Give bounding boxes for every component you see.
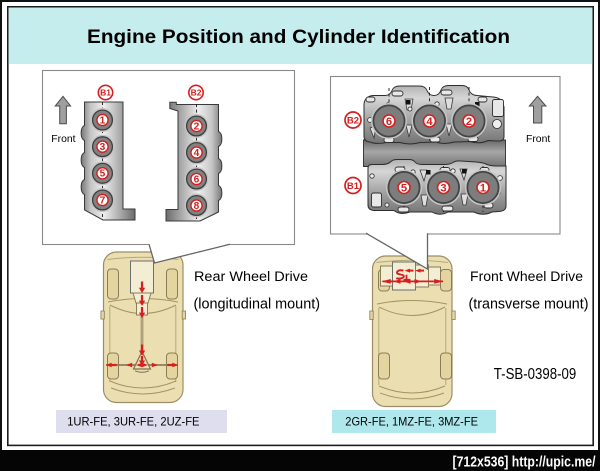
- svg-text:(longitudinal mount): (longitudinal mount): [194, 297, 321, 313]
- svg-text:[712x536] http://upic.me/: [712x536] http://upic.me/: [453, 454, 597, 471]
- svg-text:3: 3: [100, 142, 106, 153]
- svg-text:1: 1: [480, 182, 486, 194]
- svg-text:Engine Position and Cylinder I: Engine Position and Cylinder Identificat…: [87, 26, 510, 48]
- svg-text:5: 5: [100, 169, 106, 180]
- svg-text:Front Wheel Drive: Front Wheel Drive: [470, 269, 583, 285]
- svg-text:2: 2: [194, 121, 200, 132]
- svg-text:(transverse mount): (transverse mount): [469, 297, 589, 313]
- svg-text:B2: B2: [191, 88, 202, 98]
- svg-text:6: 6: [194, 174, 200, 185]
- svg-text:2GR-FE, 1MZ-FE, 3MZ-FE: 2GR-FE, 1MZ-FE, 3MZ-FE: [345, 414, 478, 428]
- svg-text:8: 8: [194, 201, 200, 212]
- svg-text:Front: Front: [51, 134, 75, 145]
- svg-text:7: 7: [100, 195, 106, 206]
- svg-text:B2: B2: [347, 115, 359, 126]
- svg-text:Rear Wheel Drive: Rear Wheel Drive: [194, 269, 308, 285]
- svg-text:4: 4: [194, 148, 200, 159]
- svg-text:B1: B1: [100, 88, 111, 98]
- svg-text:5: 5: [401, 182, 407, 194]
- svg-text:2: 2: [466, 116, 472, 128]
- svg-text:B1: B1: [347, 181, 360, 192]
- svg-text:1: 1: [100, 115, 106, 126]
- svg-text:6: 6: [386, 116, 392, 128]
- svg-text:T-SB-0398-09: T-SB-0398-09: [494, 366, 577, 383]
- svg-text:4: 4: [426, 116, 433, 128]
- svg-text:1UR-FE, 3UR-FE, 2UZ-FE: 1UR-FE, 3UR-FE, 2UZ-FE: [67, 414, 199, 428]
- svg-text:3: 3: [440, 182, 446, 194]
- svg-text:Front: Front: [526, 134, 550, 145]
